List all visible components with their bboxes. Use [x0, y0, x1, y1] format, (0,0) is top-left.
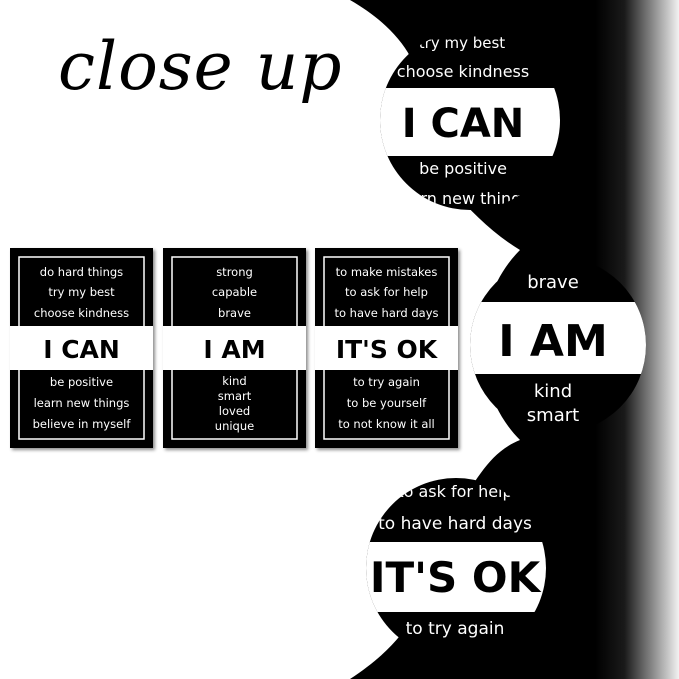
poster-title: IT'S OK	[336, 335, 439, 364]
poster-line: choose kindness	[34, 306, 129, 320]
poster-line: kind	[222, 374, 246, 388]
poster-band	[163, 326, 306, 370]
poster-its-ok: to make mistakes to ask for help to have…	[315, 248, 458, 448]
closeup-line: kind	[534, 381, 572, 402]
closeup-line: to try again	[406, 619, 505, 639]
poster-line: loved	[219, 404, 250, 418]
poster-line: to be yourself	[347, 396, 427, 410]
closeup-title: IT'S OK	[370, 553, 542, 602]
closeup-title: I CAN	[402, 101, 525, 147]
closeup-line: try my best	[419, 34, 506, 52]
closeup-circle-i-am: brave I AM kind smart	[470, 257, 646, 433]
poster-line: capable	[212, 285, 257, 299]
poster-line: brave	[218, 306, 251, 320]
poster-line: to not know it all	[338, 417, 435, 431]
closeup-line: to ask for help	[397, 482, 512, 501]
closeup-line: smart	[527, 405, 579, 426]
closeup-band	[366, 542, 546, 612]
poster-i-am: strong capable brave I AM kind smart lov…	[163, 248, 306, 448]
poster-line: do hard things	[40, 265, 123, 279]
poster-line: to ask for help	[345, 285, 428, 299]
poster-line: believe in myself	[33, 417, 132, 431]
headline: close up	[58, 28, 343, 105]
closeup-title: I AM	[498, 316, 608, 367]
poster-band	[10, 326, 153, 370]
poster-title: I AM	[203, 335, 265, 364]
poster-line: learn new things	[34, 396, 130, 410]
poster-i-can: do hard things try my best choose kindne…	[10, 248, 153, 448]
poster-line: unique	[215, 419, 254, 433]
closeup-line: choose kindness	[397, 62, 529, 81]
closeup-circle-its-ok: to ask for help to have hard days IT'S O…	[366, 478, 546, 658]
closeup-band	[380, 88, 560, 156]
poster-title: I CAN	[43, 335, 120, 364]
poster-band	[315, 326, 458, 370]
poster-line: try my best	[48, 285, 115, 299]
poster-line: to have hard days	[334, 306, 438, 320]
closeup-line: brave	[527, 272, 579, 293]
poster-line: strong	[216, 265, 253, 279]
poster-line: to try again	[353, 375, 420, 389]
closeup-line: be positive	[419, 159, 507, 178]
poster-line: to make mistakes	[336, 265, 438, 279]
poster-line: smart	[218, 389, 252, 403]
closeup-line: to have hard days	[378, 514, 532, 534]
poster-line: be positive	[50, 375, 113, 389]
closeup-band	[470, 302, 646, 374]
